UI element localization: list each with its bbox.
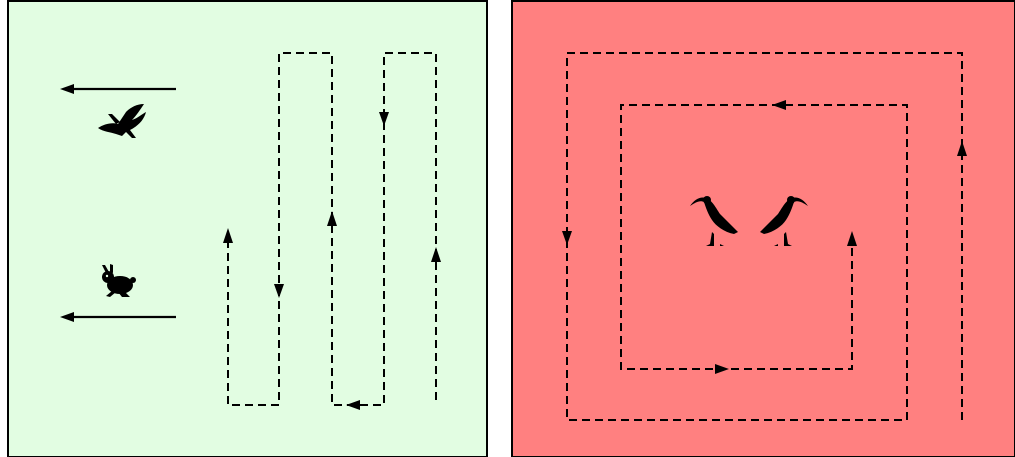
left-panel-background (8, 1, 487, 457)
right-panel (512, 1, 1015, 457)
left-panel (8, 1, 487, 457)
